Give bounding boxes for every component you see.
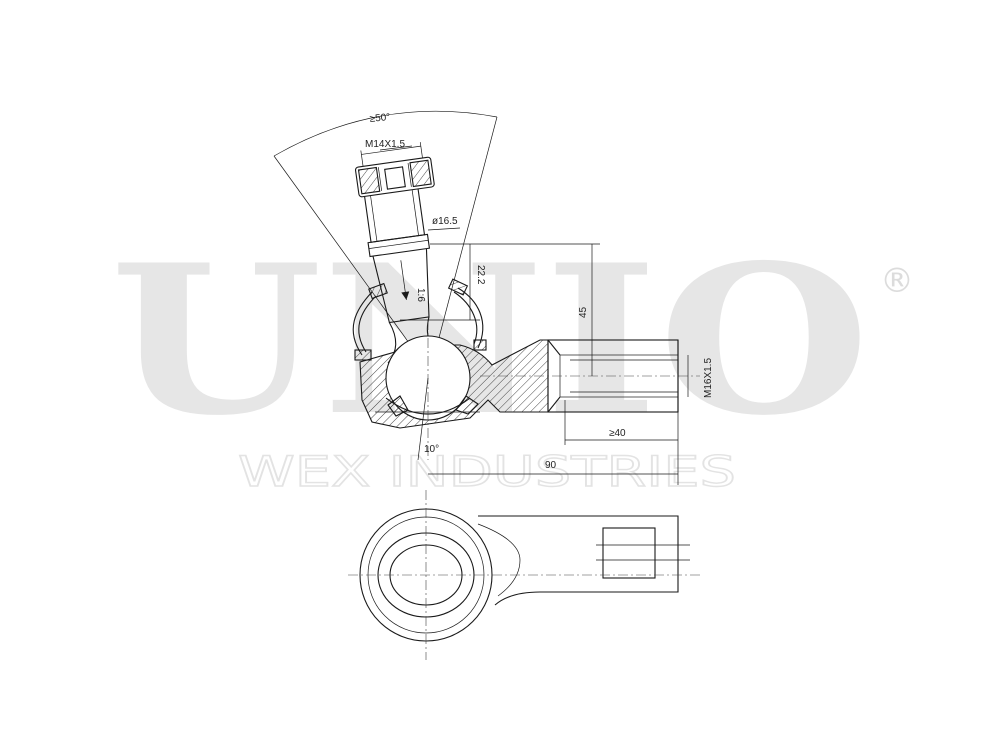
dim-stud-diameter: ø16.5 [432, 216, 458, 227]
angle-arc [273, 110, 498, 157]
side-view: ≥50° M14X1.5 ø16.5 22.2 1:6 45 M16X1.5 ≥… [273, 110, 714, 485]
dim-inner-thread: M16X1.5 [703, 358, 714, 398]
dimension-lines [379, 145, 689, 485]
dim-taper: 1:6 [415, 288, 426, 302]
tilt-line [417, 377, 429, 461]
angle-line-right [429, 116, 498, 373]
dim-length: 90 [545, 460, 557, 471]
watermark-registered-mark: ® [880, 261, 914, 301]
housing [359, 335, 549, 429]
threaded-shaft [480, 339, 700, 413]
wrench-flat [602, 527, 656, 579]
dim-tilt: 10° [424, 444, 439, 455]
dim-height-small: 22.2 [475, 265, 486, 285]
angle-line-left [273, 155, 431, 373]
dim-angle-max: ≥50° [369, 112, 391, 125]
top-view [348, 490, 700, 660]
dim-stud-thread: M14X1.5 [365, 139, 405, 150]
dim-height-large: 45 [578, 306, 589, 318]
watermark-brand: UNIO [110, 221, 870, 461]
top-arm-outline [478, 515, 679, 606]
castle-nut [354, 142, 435, 198]
watermark: UNIO ® WEX INDUSTRIES [110, 221, 914, 497]
dim-thread-depth: ≥40 [609, 428, 626, 439]
dust-boot [352, 278, 487, 361]
watermark-company: WEX INDUSTRIES [238, 447, 736, 496]
top-arm-inner [477, 523, 521, 597]
